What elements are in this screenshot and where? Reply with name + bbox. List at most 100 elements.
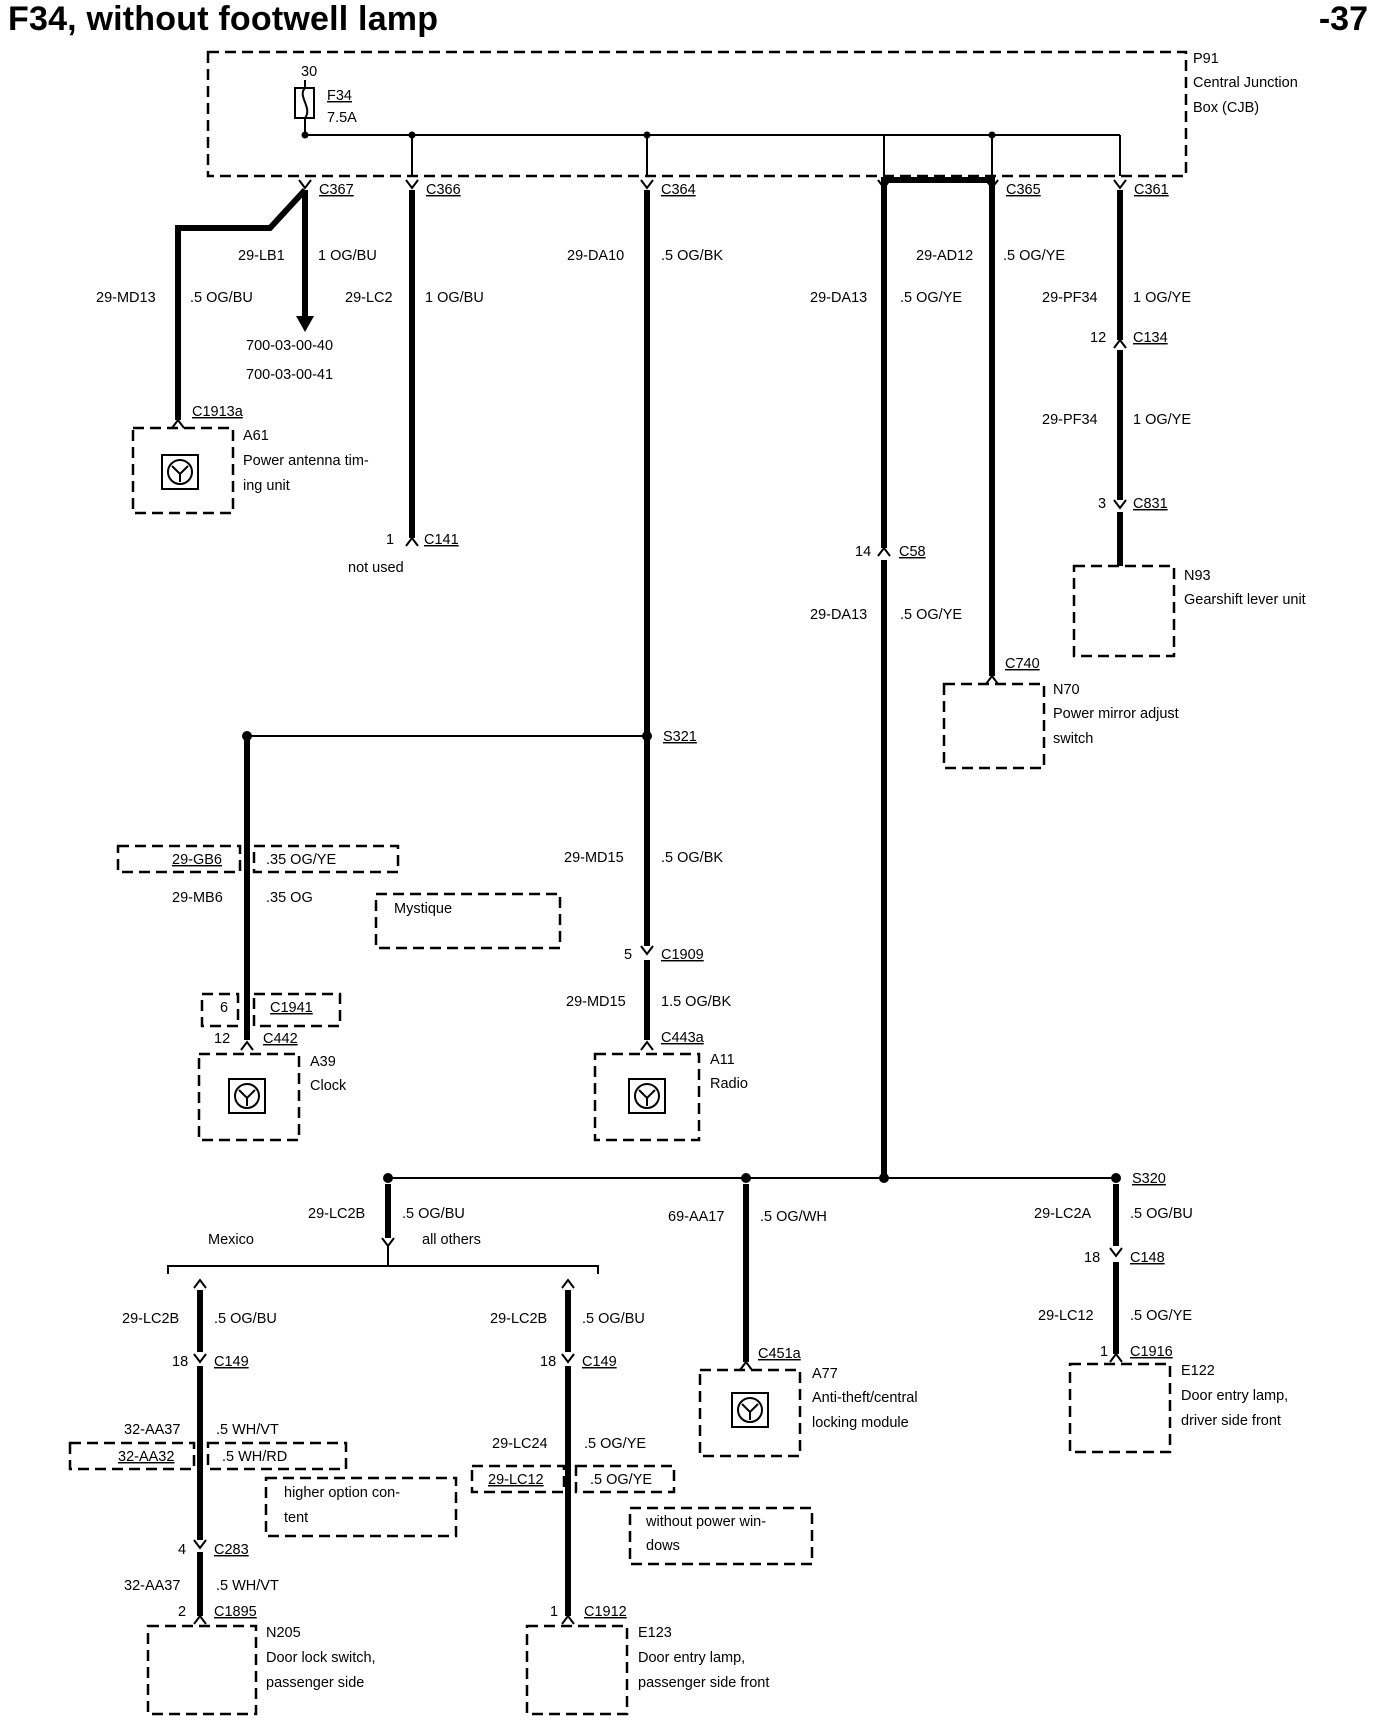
- branch-da13: 29-AD12 .5 OG/YE 29-DA13 .5 OG/YE 14 C58…: [810, 177, 1065, 1178]
- ref-700-03-00-40: 700-03-00-40: [246, 338, 333, 354]
- connector-c134: C134: [1133, 330, 1168, 346]
- module-icon: [731, 1392, 769, 1428]
- splice-s320: S320: [1132, 1171, 1166, 1187]
- wire-lc2a-spec: .5 OG/BU: [1130, 1206, 1193, 1222]
- component-a11: A11 Radio: [593, 1052, 748, 1142]
- c1895-pin: 2: [178, 1604, 186, 1620]
- branch-c364: 29-DA10 .5 OG/BK S321 29-MD15 .5 OG/BK 5…: [242, 190, 731, 1051]
- wire-da13-spec: .5 OG/YE: [900, 290, 962, 306]
- branch-e123: 29-LC2B .5 OG/BU 18 C149 29-LC24 .5 OG/Y…: [470, 1278, 814, 1625]
- a39-ref: A39: [310, 1054, 336, 1070]
- note-without-power-2: dows: [646, 1538, 680, 1554]
- wire-lc2a-id: 29-LC2A: [1034, 1206, 1092, 1222]
- cjb-ref: P91: [1193, 51, 1219, 67]
- component-n93: N93 Gearshift lever unit: [1072, 564, 1306, 658]
- wire-lc2-id: 29-LC2: [345, 290, 393, 306]
- module-icon: [161, 454, 199, 490]
- c283-pin: 4: [178, 1542, 186, 1558]
- wire-lc2b-mid-spec: .5 OG/BU: [582, 1311, 645, 1327]
- connector-c366: C366: [426, 182, 461, 198]
- n70-ref: N70: [1053, 682, 1080, 698]
- e122-line1: Door entry lamp,: [1181, 1388, 1288, 1404]
- wire-md15b-spec: 1.5 OG/BK: [661, 994, 731, 1010]
- connector-c365: C365: [1006, 182, 1041, 198]
- wire-da10-spec: .5 OG/BK: [661, 248, 723, 264]
- n93-line1: Gearshift lever unit: [1184, 592, 1306, 608]
- branch-c365: C740: [985, 190, 1040, 685]
- c149-left-pin: 18: [172, 1354, 188, 1370]
- branch-n205: 29-LC2B .5 OG/BU 18 C149 32-AA37 .5 WH/V…: [68, 1278, 458, 1625]
- n93-ref: N93: [1184, 568, 1211, 584]
- component-a77: A77 Anti-theft/central locking module: [698, 1366, 918, 1458]
- branch-a77: 69-AA17 .5 OG/WH C451a: [668, 1184, 827, 1371]
- connector-c1895: C1895: [214, 1604, 257, 1620]
- connector-c148: C148: [1130, 1250, 1165, 1266]
- c1909-pin: 5: [624, 947, 632, 963]
- c141-pin: 1: [386, 532, 394, 548]
- c149-mid-pin: 18: [540, 1354, 556, 1370]
- ref-700-03-00-41: 700-03-00-41: [246, 367, 333, 383]
- page-number: -37: [1318, 0, 1368, 38]
- connector-c1916: C1916: [1130, 1344, 1173, 1360]
- fuse-id: F34: [327, 88, 352, 104]
- connector-c451a: C451a: [758, 1346, 802, 1362]
- wire-mb6-id: 29-MB6: [172, 890, 223, 906]
- cjb-name-line1: Central Junction: [1193, 75, 1298, 91]
- cjb-box: P91 Central Junction Box (CJB) 30 F34 7.…: [206, 50, 1298, 178]
- component-n70: N70 Power mirror adjust switch: [942, 682, 1179, 770]
- c1912-pin: 1: [550, 1604, 558, 1620]
- note-without-power-1: without power win-: [645, 1514, 766, 1530]
- a11-ref: A11: [710, 1052, 735, 1068]
- wire-lc2b-mid-id: 29-LC2B: [490, 1311, 547, 1327]
- wire-aa37a-spec: .5 WH/VT: [216, 1422, 279, 1438]
- component-a61: A61 Power antenna tim- ing unit: [131, 426, 369, 515]
- connector-c141: C141: [424, 532, 459, 548]
- connector-c283: C283: [214, 1542, 249, 1558]
- wire-lc2-spec: 1 OG/BU: [425, 290, 484, 306]
- c1916-pin: 1: [1100, 1344, 1108, 1360]
- connector-c367: C367: [319, 182, 354, 198]
- wire-lc2b-id: 29-LC2B: [308, 1206, 365, 1222]
- wire-mb6-spec: .35 OG: [266, 890, 313, 906]
- component-e122: E122 Door entry lamp, driver side front: [1068, 1362, 1288, 1454]
- wire-lc24-id: 29-LC24: [492, 1436, 548, 1452]
- connector-c1912: C1912: [584, 1604, 627, 1620]
- connector-c442: C442: [263, 1031, 298, 1047]
- wire-lc24-spec: .5 OG/YE: [584, 1436, 646, 1452]
- note-higher-option-1: higher option con-: [284, 1485, 400, 1501]
- n70-line2: switch: [1053, 731, 1093, 747]
- wire-md15b-id: 29-MD15: [566, 994, 626, 1010]
- wire-md15a-spec: .5 OG/BK: [661, 850, 723, 866]
- note-higher-option-2: tent: [284, 1510, 308, 1526]
- wire-gb6-id: 29-GB6: [172, 852, 222, 868]
- note-mystique: Mystique: [394, 901, 452, 917]
- a77-line2: locking module: [812, 1415, 909, 1431]
- wire-aa37b-spec: .5 WH/VT: [216, 1578, 279, 1594]
- a77-line1: Anti-theft/central: [812, 1390, 918, 1406]
- connector-c361: C361: [1134, 182, 1169, 198]
- wire-aa37a-id: 32-AA37: [124, 1422, 180, 1438]
- a77-ref: A77: [812, 1366, 838, 1382]
- connector-c1941: C1941: [270, 1000, 313, 1016]
- connector-c364: C364: [661, 182, 696, 198]
- connector-c1909: C1909: [661, 947, 704, 963]
- wire-lc12-mid-spec: .5 OG/YE: [590, 1472, 652, 1488]
- wire-pf34a-spec: 1 OG/YE: [1133, 290, 1191, 306]
- branch-c361: 29-PF34 1 OG/YE 12 C134 29-PF34 1 OG/YE …: [1042, 190, 1191, 566]
- wire-aa32-spec: .5 WH/RD: [222, 1449, 287, 1465]
- note-mexico: Mexico: [208, 1232, 254, 1248]
- component-n205: N205 Door lock switch, passenger side: [146, 1624, 376, 1716]
- a61-ref: A61: [243, 428, 269, 444]
- connector-c831: C831: [1133, 496, 1168, 512]
- module-icon: [628, 1078, 666, 1114]
- branch-e122: 29-LC2A .5 OG/BU 18 C148 29-LC12 .5 OG/Y…: [1034, 1184, 1193, 1363]
- page-title: F34, without footwell lamp: [8, 0, 439, 38]
- wire-lc2b-left-spec: .5 OG/BU: [214, 1311, 277, 1327]
- branch-clock: 29-GB6 .35 OG/YE 29-MB6 .35 OG Mystique …: [116, 844, 562, 1051]
- connector-c443a: C443a: [661, 1030, 705, 1046]
- wire-pf34b-id: 29-PF34: [1042, 412, 1098, 428]
- c831-pin: 3: [1098, 496, 1106, 512]
- wire-da10-id: 29-DA10: [567, 248, 624, 264]
- wire-lb1-id: 29-LB1: [238, 248, 285, 264]
